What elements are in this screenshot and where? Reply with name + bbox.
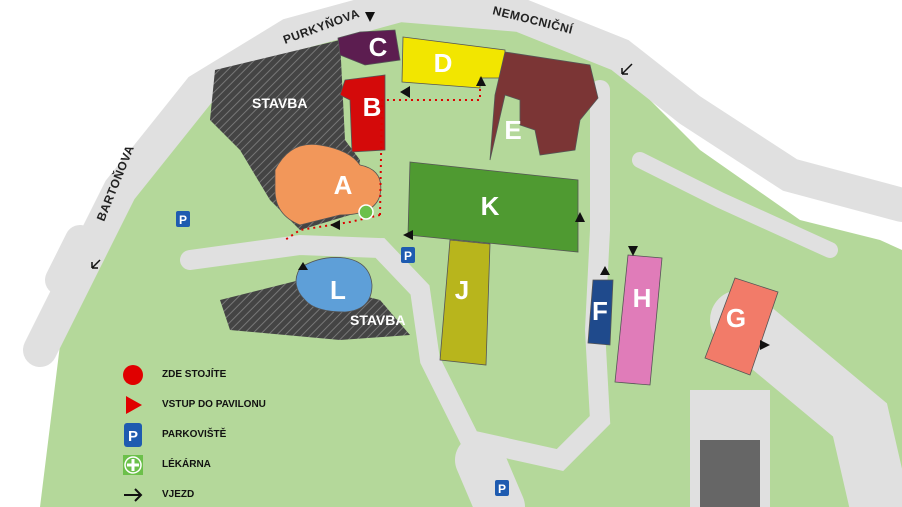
pavilion-entrance-triangle-icon (126, 396, 142, 414)
entry-arrow-icon (124, 488, 143, 502)
building-l[interactable]: L (295, 257, 373, 313)
building-shape[interactable] (614, 254, 663, 386)
entrance-a-icon (330, 220, 340, 230)
building-label: L (330, 275, 346, 305)
legend-item-entry: VJEZD (120, 480, 266, 507)
pharmacy-marker-icon (358, 204, 374, 220)
building-label: K (481, 191, 500, 221)
building-shape[interactable] (337, 29, 401, 66)
legend-item-you-are-here: ZDE STOJÍTE (120, 360, 266, 390)
entrance-markers (298, 12, 770, 350)
entrance-h-icon (628, 246, 638, 256)
building-label: A (334, 170, 353, 200)
parking-icon: P (401, 247, 415, 263)
construction-area-south (220, 280, 410, 340)
building-shape[interactable] (274, 143, 382, 226)
legend-label: VJEZD (162, 489, 195, 500)
building-shape[interactable] (704, 277, 779, 376)
legend-label: ZDE STOJÍTE (162, 369, 227, 380)
parking-markers: P P P (176, 211, 509, 496)
building-label: D (434, 48, 453, 78)
parking-icon: P (495, 480, 509, 496)
legend-label: VSTUP DO PAVILONU (162, 399, 266, 410)
entrance-d-icon (476, 76, 486, 86)
legend-item-parking: P PARKOVIŠTĚ (120, 420, 266, 450)
legend-label: LÉKÁRNA (162, 459, 211, 470)
building-label: H (633, 283, 652, 313)
building-g[interactable]: G (704, 277, 779, 376)
building-shape[interactable] (587, 279, 614, 346)
svg-text:P: P (498, 482, 506, 496)
entrance-b-icon (400, 86, 410, 98)
legend-item-pharmacy: LÉKÁRNA (120, 450, 266, 480)
building-e[interactable]: E (489, 51, 599, 161)
building-label: F (592, 296, 608, 326)
building-h[interactable]: H (614, 254, 663, 386)
pharmacy-cross-icon (123, 455, 143, 475)
building-a[interactable]: A (274, 143, 382, 226)
entry-arrow-icon (91, 259, 101, 269)
building-label: B (363, 92, 382, 122)
parking-icon: P (124, 423, 142, 447)
svg-text:P: P (128, 428, 138, 445)
service-building (700, 440, 760, 507)
building-shape[interactable] (407, 161, 579, 253)
entrance-f-icon (600, 266, 610, 275)
map-legend: ZDE STOJÍTE VSTUP DO PAVILONU P PARKOVIŠ… (120, 360, 266, 507)
building-label: C (369, 32, 388, 62)
building-shape[interactable] (339, 74, 386, 153)
building-shape[interactable] (489, 51, 599, 161)
you-are-here-dot-icon (123, 365, 143, 385)
building-f[interactable]: F (587, 279, 614, 346)
parking-icon: P (176, 211, 190, 227)
entry-arrows (91, 63, 633, 269)
building-label: G (726, 303, 746, 333)
building-c[interactable]: C (337, 29, 401, 66)
entrance-g-icon (760, 340, 770, 350)
entrance-c-icon (365, 12, 375, 22)
legend-item-entrance: VSTUP DO PAVILONU (120, 390, 266, 420)
building-shape[interactable] (439, 239, 491, 366)
building-k[interactable]: K (407, 161, 579, 253)
building-j[interactable]: J (439, 239, 491, 366)
entrance-j-icon (403, 230, 413, 240)
building-shape[interactable] (295, 257, 373, 313)
svg-text:P: P (179, 213, 187, 227)
svg-text:P: P (404, 249, 412, 263)
building-label: J (455, 275, 469, 305)
construction-label-north: STAVBA (252, 95, 307, 111)
entrance-k-icon (575, 212, 585, 222)
walking-route (284, 85, 481, 241)
entry-arrow-icon (621, 63, 633, 75)
entrance-l-icon (298, 262, 308, 270)
building-b[interactable]: B (339, 74, 386, 153)
construction-label-south: STAVBA (350, 312, 405, 328)
legend-label: PARKOVIŠTĚ (162, 429, 227, 440)
building-label: E (504, 115, 521, 145)
